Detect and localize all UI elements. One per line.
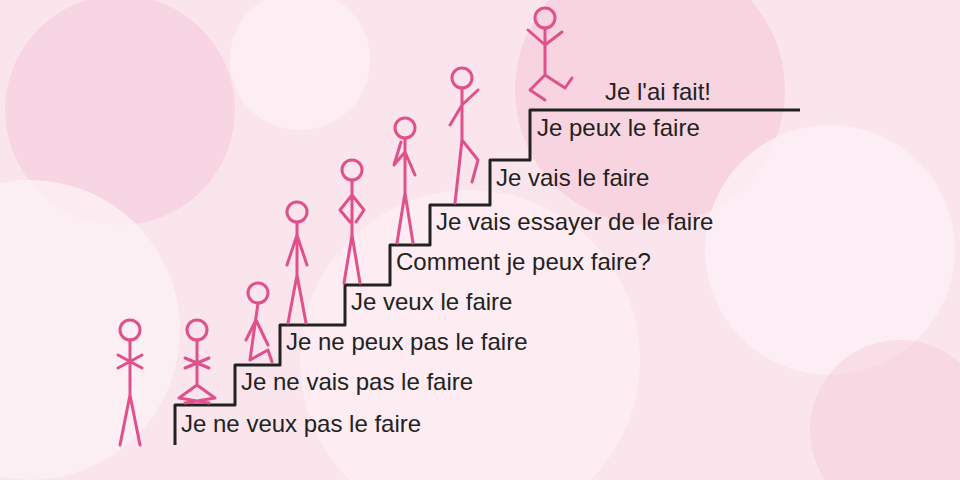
stick-figure	[340, 160, 364, 283]
staircase	[175, 110, 800, 445]
stick-figure	[179, 320, 215, 403]
bg-circle	[810, 340, 960, 480]
step-label: Je ne vais pas le faire	[241, 368, 473, 396]
bg-circle	[0, 180, 180, 480]
stick-figure	[118, 320, 142, 445]
step-label: Je veux le faire	[351, 288, 512, 316]
bg-circle	[230, 0, 370, 130]
stick-figure	[394, 118, 415, 243]
step-label: Je peux le faire	[537, 114, 700, 142]
stick-figure	[528, 8, 572, 100]
stick-figure	[450, 68, 478, 203]
stick-figure	[246, 283, 272, 362]
step-label: Je ne peux pas le faire	[286, 328, 528, 356]
step-label: Je vais le faire	[496, 164, 649, 192]
step-label: Je vais essayer de le faire	[436, 208, 713, 236]
bg-circle	[705, 125, 955, 375]
step-label: Comment je peux faire?	[396, 248, 651, 276]
stick-figure	[287, 202, 307, 323]
step-label: Je l'ai fait!	[605, 78, 711, 106]
step-label: Je ne veux pas le faire	[181, 410, 421, 438]
